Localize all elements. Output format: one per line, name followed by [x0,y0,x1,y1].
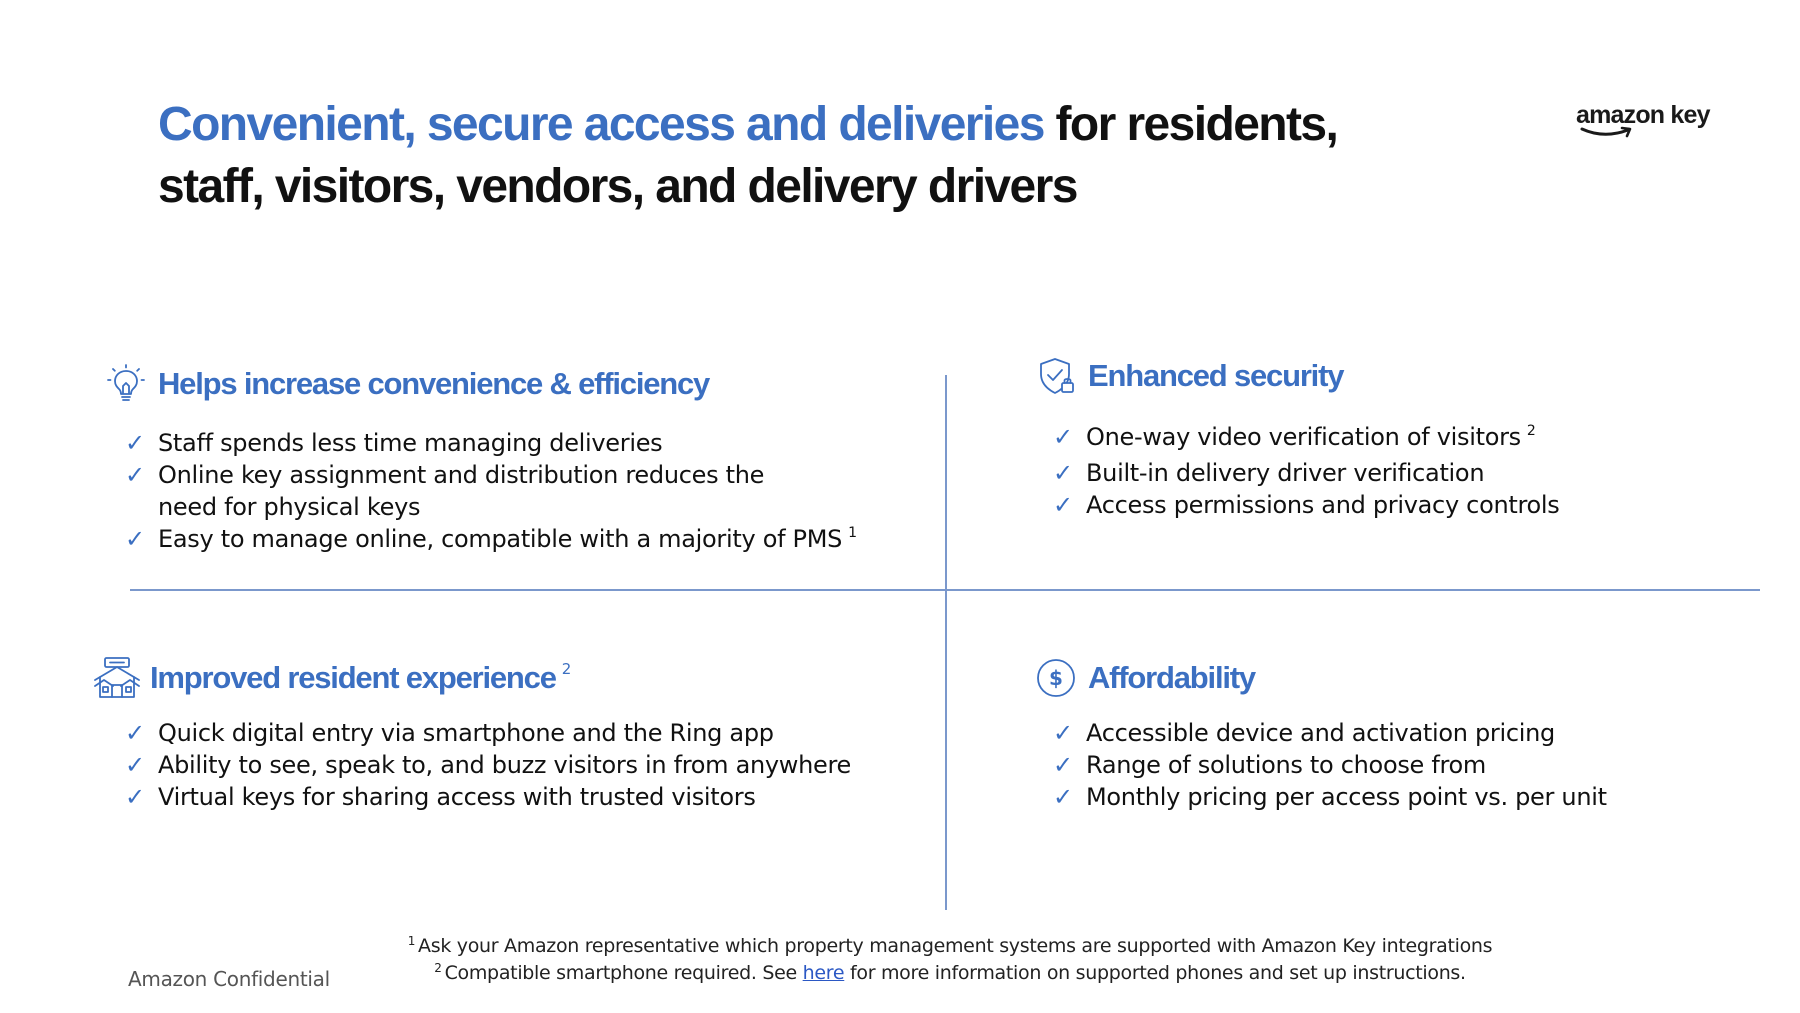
list-item: ✓Built-in delivery driver verification [1053,459,1485,487]
benefit-list: ✓Quick digital entry via smartphone and … [125,717,851,813]
svg-text:$: $ [1049,666,1063,690]
footnote-marker: 2 [561,660,572,678]
check-icon: ✓ [125,719,145,747]
quadrant-title: Enhanced security [1088,358,1344,393]
here-link[interactable]: here [802,962,845,984]
benefit-list: ✓Accessible device and activation pricin… [1053,717,1607,813]
quadrant-title: Affordability [1088,660,1256,695]
list-item: ✓Ability to see, speak to, and buzz visi… [125,751,852,779]
title-highlight: Convenient, secure access and deliveries [158,98,1045,151]
check-icon: ✓ [1053,491,1073,519]
quadrant-convenience: Helps increase convenience & efficiency … [103,360,857,559]
page-title: Convenient, secure access and deliveries… [158,94,1408,218]
check-icon: ✓ [125,783,145,811]
list-item: ✓Quick digital entry via smartphone and … [125,719,774,747]
check-icon: ✓ [1053,751,1073,779]
quadrant-title: Helps increase convenience & efficiency [158,366,710,401]
list-item: ✓Monthly pricing per access point vs. pe… [1053,783,1607,811]
smile-arrow-icon [1580,126,1632,138]
logo-text: amazon key [1576,101,1711,129]
quadrant-header: Improved resident experience 2 [92,654,851,702]
horizontal-divider [130,589,1760,591]
check-icon: ✓ [1053,423,1073,451]
quadrant-header: Enhanced security [1033,352,1559,400]
quadrant-affordability: $ Affordability ✓Accessible device and a… [1033,654,1607,813]
quadrant-header: Helps increase convenience & efficiency [103,360,857,408]
list-item: ✓Access permissions and privacy controls [1053,491,1560,519]
quadrant-resident-experience: Improved resident experience 2 ✓Quick di… [92,654,851,813]
amazon-key-logo: amazon key [1576,101,1711,149]
check-icon: ✓ [125,429,145,457]
check-icon: ✓ [125,525,145,553]
vertical-divider [945,375,947,910]
building-icon [92,653,142,703]
check-icon: ✓ [1053,459,1073,487]
check-icon: ✓ [125,461,145,489]
lightbulb-icon [103,361,149,407]
list-item: ✓Accessible device and activation pricin… [1053,719,1555,747]
list-item: ✓Easy to manage online, compatible with … [125,525,857,553]
shield-lock-icon [1033,353,1079,399]
footnote-marker: 1 [848,525,857,541]
quadrant-security: Enhanced security ✓One-way video verific… [1033,352,1560,521]
check-icon: ✓ [1053,719,1073,747]
list-item: ✓Range of solutions to choose from [1053,751,1486,779]
title-rest: for residents, staff, visitors, vendors,… [158,98,1339,213]
quadrant-header: $ Affordability [1033,654,1607,702]
list-item: ✓Staff spends less time managing deliver… [125,429,663,457]
list-item: ✓Virtual keys for sharing access with tr… [125,783,756,811]
list-item: ✓Online key assignment and distribution … [125,461,765,521]
confidential-label: Amazon Confidential [128,967,330,991]
dollar-circle-icon: $ [1033,655,1079,701]
benefit-list: ✓Staff spends less time managing deliver… [125,427,857,559]
quadrant-title: Improved resident experience [150,660,557,695]
check-icon: ✓ [125,751,145,779]
footnote-marker: 2 [1526,423,1536,439]
check-icon: ✓ [1053,783,1073,811]
